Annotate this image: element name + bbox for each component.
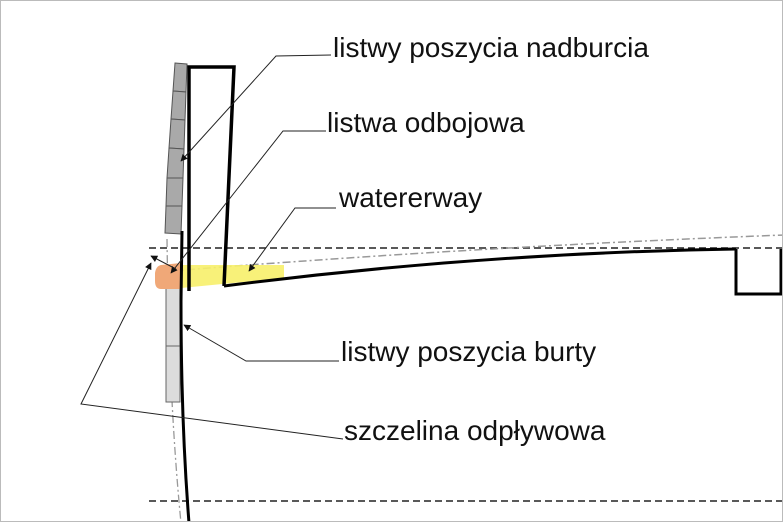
- hull-line: [179, 230, 191, 521]
- rubbing-strake-shape: [155, 263, 181, 289]
- label-scupper: szczelina odpływowa: [344, 415, 606, 446]
- label-rubbing-strake: listwa odbojowa: [327, 107, 525, 138]
- leader-rubbing-strake: [170, 130, 326, 274]
- leader-rubbing-strake-arrow2: [150, 255, 177, 270]
- label-hull-planks: listwy poszycia burty: [341, 336, 596, 367]
- leader-scupper: [80, 262, 344, 440]
- label-bulwark-planks: listwy poszycia nadburcia: [333, 32, 649, 63]
- waterway-shape: [181, 265, 284, 288]
- label-waterway: watererway: [338, 182, 482, 213]
- bulwark-planks: [164, 62, 188, 235]
- bulwark-outline: [187, 65, 236, 291]
- leader-bulwark-planks: [180, 54, 332, 162]
- leader-waterway: [248, 207, 336, 272]
- leader-hull-planks: [183, 324, 339, 362]
- hull-planks: [165, 287, 181, 403]
- deck-line: [223, 247, 737, 288]
- deck-box: [734, 249, 782, 296]
- hull-centerline-dashdot: [166, 238, 182, 521]
